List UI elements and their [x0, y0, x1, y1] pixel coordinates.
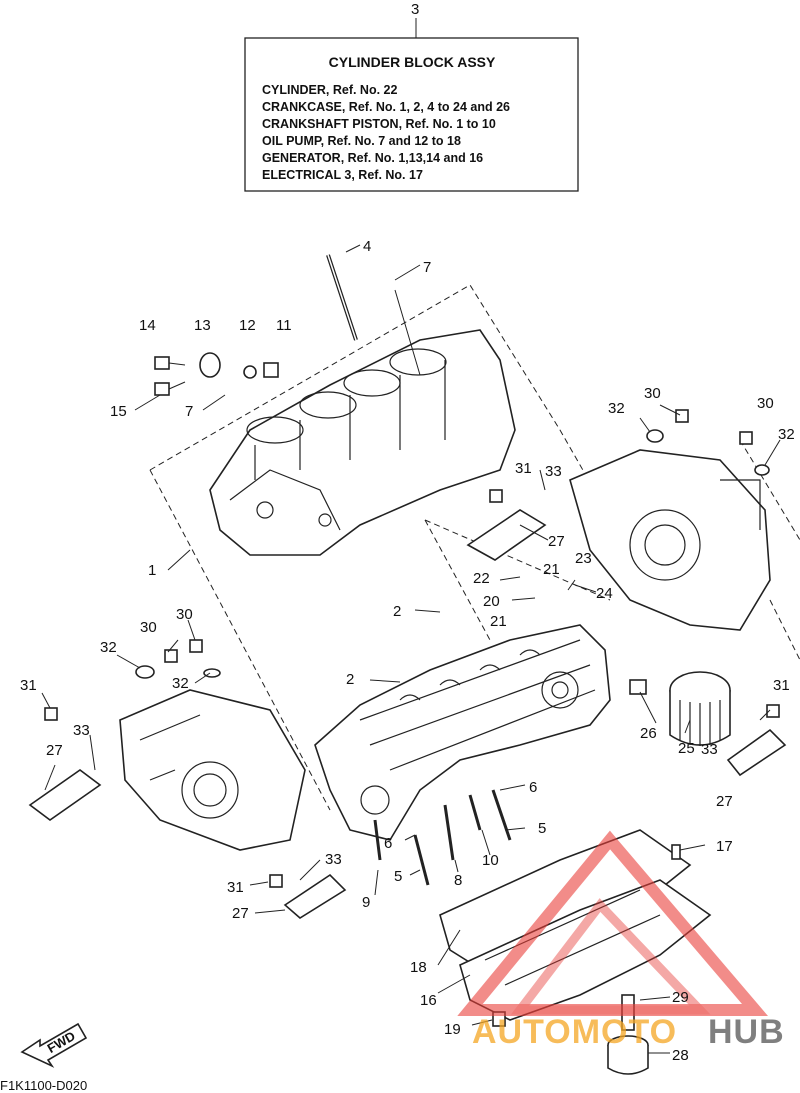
assembly-line-2: CRANKCASE, Ref. No. 1, 2, 4 to 24 and 26 [262, 100, 510, 114]
callout-1: 1 [148, 562, 156, 579]
callout-5a: 5 [538, 820, 546, 837]
cylinder-block [209, 329, 516, 556]
callout-16: 16 [420, 992, 437, 1009]
watermark-triangle-icon [457, 830, 769, 1016]
callout-26: 26 [640, 725, 657, 742]
callout-33b: 33 [73, 722, 90, 739]
callout-28: 28 [672, 1047, 689, 1064]
assembly-info-box: 3 CYLINDER BLOCK ASSY CYLINDER, Ref. No.… [244, 1, 579, 192]
watermark-text-b: HUB [708, 1013, 785, 1051]
callout-14: 14 [139, 317, 156, 334]
callout-23: 23 [575, 550, 592, 567]
callout-17: 17 [716, 838, 733, 855]
callout-9: 9 [362, 894, 370, 911]
callout-27c: 27 [716, 793, 733, 810]
callout-32d: 32 [172, 675, 189, 692]
fasteners [44, 352, 780, 1027]
callout-31b: 31 [20, 677, 37, 694]
assembly-line-6: ELECTRICAL 3, Ref. No. 17 [262, 168, 423, 182]
callout-22: 22 [473, 570, 490, 587]
callout-12: 12 [239, 317, 256, 334]
assembly-outline-dashes [149, 284, 800, 811]
callout-7b: 7 [185, 403, 193, 420]
callout-18: 18 [410, 959, 427, 976]
callout-29: 29 [672, 989, 689, 1006]
callout-5b: 5 [394, 868, 402, 885]
stud-bolt [326, 254, 358, 341]
callout-numbers: 4 7 14 13 12 11 15 7 32 30 30 32 31 33 1… [20, 238, 795, 1064]
callout-33d: 33 [325, 851, 342, 868]
callout-15: 15 [110, 403, 127, 420]
assembly-title: CYLINDER BLOCK ASSY [329, 54, 496, 70]
callout-31d: 31 [227, 879, 244, 896]
assembly-line-1: CYLINDER, Ref. No. 22 [262, 83, 397, 97]
leader-lines [41, 244, 781, 1054]
callout-6b: 6 [384, 835, 392, 852]
callout-19: 19 [444, 1021, 461, 1038]
drawing-code: F1K1100-D020 [0, 1078, 87, 1093]
callout-6a: 6 [529, 779, 537, 796]
callout-11: 11 [276, 317, 292, 334]
callout-33c: 33 [701, 741, 718, 758]
callout-20: 20 [483, 593, 500, 610]
callout-30b: 30 [757, 395, 774, 412]
callout-13: 13 [194, 317, 211, 334]
callout-7a: 7 [423, 259, 431, 276]
callout-10: 10 [482, 852, 499, 869]
oil-filter [669, 671, 731, 746]
callout-32c: 32 [100, 639, 117, 656]
assembly-line-4: OIL PUMP, Ref. No. 7 and 12 to 18 [262, 134, 461, 148]
callout-31a: 31 [515, 460, 532, 477]
callout-32a: 32 [608, 400, 625, 417]
crankcase [314, 624, 611, 841]
watermark-text-a: AUTOMOTO [472, 1013, 677, 1051]
callout-27d: 27 [232, 905, 249, 922]
callout-3: 3 [411, 1, 419, 18]
fwd-arrow: FWD [20, 1022, 88, 1068]
watermark-logo: AUTOMOTO HUB [457, 830, 785, 1051]
callout-8: 8 [454, 872, 462, 889]
callout-30a: 30 [644, 385, 661, 402]
left-cover [119, 689, 306, 851]
callout-25: 25 [678, 740, 695, 757]
callout-30c: 30 [176, 606, 193, 623]
callout-2b: 2 [346, 671, 354, 688]
callout-21a: 21 [543, 561, 560, 578]
callout-31c: 31 [773, 677, 790, 694]
brackets [28, 509, 787, 919]
assembly-line-5: GENERATOR, Ref. No. 1,13,14 and 16 [262, 151, 483, 165]
callout-4: 4 [363, 238, 371, 255]
callout-32b: 32 [778, 426, 795, 443]
assembly-line-3: CRANKSHAFT PISTON, Ref. No. 1 to 10 [262, 117, 496, 131]
callout-24: 24 [596, 585, 613, 602]
right-cover [569, 449, 771, 631]
callout-27a: 27 [548, 533, 565, 550]
callout-33a: 33 [545, 463, 562, 480]
callout-30d: 30 [140, 619, 157, 636]
callout-21b: 21 [490, 613, 507, 630]
callout-2a: 2 [393, 603, 401, 620]
callout-27b: 27 [46, 742, 63, 759]
